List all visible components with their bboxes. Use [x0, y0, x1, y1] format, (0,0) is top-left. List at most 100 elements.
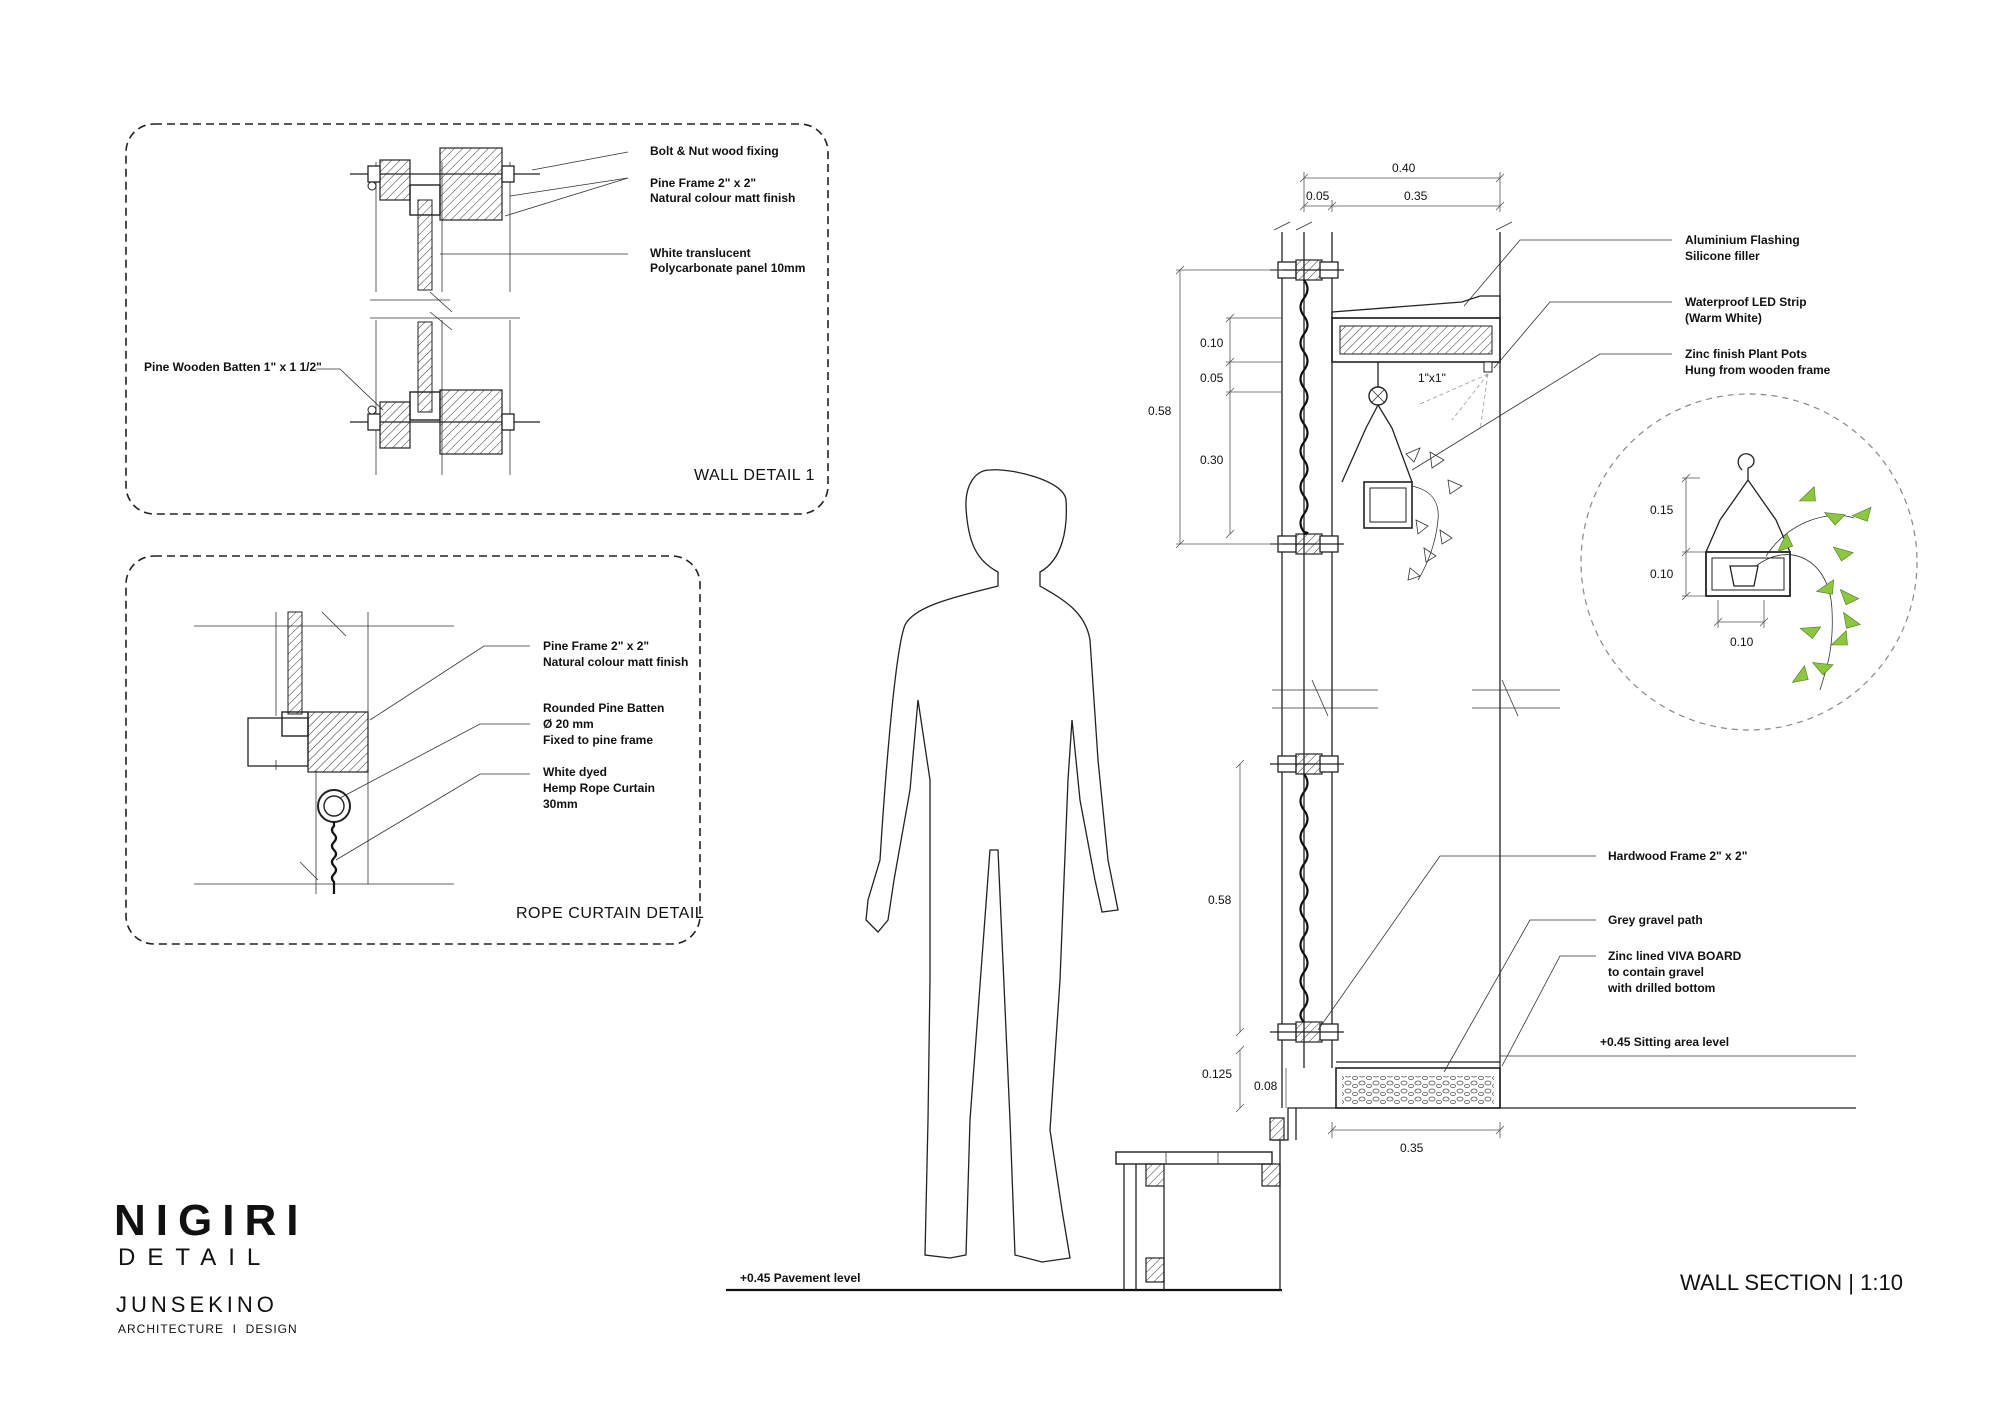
pot-detail-inner-pot: [1729, 565, 1759, 587]
leaf-shape: [1799, 626, 1822, 640]
leader-pots: [1411, 353, 1672, 471]
rope-batten-block: [247, 717, 309, 767]
wd1-break-line: [370, 291, 520, 331]
wall-section-title: WALL SECTION | 1:10: [1680, 1270, 1903, 1295]
rope-leader: [335, 773, 530, 861]
wd1-polycarbonate-panel: [417, 199, 433, 291]
rope-hemp-curtain: [330, 822, 338, 894]
plant-pot-detail: 0.15 0.10 0.10: [1580, 393, 1918, 731]
rope-detail-frame: [125, 555, 701, 945]
led-housing: [1331, 317, 1501, 363]
pot-detail-stem-upper: [1765, 515, 1855, 557]
label-zinc-contain: to contain gravel: [1608, 965, 1704, 979]
brand-name: NIGIRI: [114, 1196, 309, 1245]
dim-0125: 0.125: [1202, 1067, 1232, 1081]
wd1-washer: [367, 181, 377, 191]
pot-hanger: [1341, 404, 1413, 483]
label-hardwood-frame: Hardwood Frame 2" x 2": [1608, 849, 1747, 863]
leaf-shape: [1839, 588, 1860, 606]
leaf-shape: [1823, 512, 1846, 526]
dim-005: 0.05: [1200, 371, 1224, 385]
label-zinc-board: Zinc lined VIVA BOARD: [1608, 949, 1742, 963]
wall-break-mid: [1272, 679, 1560, 717]
leaf-shape: [1830, 630, 1848, 646]
leader-zinc: [1501, 955, 1596, 1067]
wall-detail-1-frame: [125, 123, 829, 515]
ws-rope-wave-upper: [1299, 279, 1309, 536]
wall-break-top: [1273, 221, 1513, 231]
dim-top-total: 0.40: [1392, 161, 1416, 175]
label-pine-frame-finish: Natural colour matt finish: [650, 191, 795, 205]
wd1-pine-frame-top: [439, 147, 503, 221]
wd1-leader: [316, 368, 384, 411]
bench-foot: [1145, 1257, 1165, 1283]
label-polycarbonate-size: Polycarbonate panel 10mm: [650, 261, 805, 275]
wd1-batten-bottom: [379, 401, 411, 449]
wd1-pine-frame-bottom: [439, 389, 503, 455]
label-rope-pine-frame: Pine Frame 2" x 2": [543, 639, 649, 653]
rope-leader: [339, 723, 530, 799]
label-rounded-batten-size: Ø 20 mm: [543, 717, 594, 731]
label-led-colour: (Warm White): [1685, 311, 1762, 325]
dim-010: 0.10: [1200, 336, 1224, 350]
label-rope-hemp: Hemp Rope Curtain: [543, 781, 655, 795]
label-wooden-batten: Pine Wooden Batten 1" x 1 1/2": [144, 360, 322, 374]
dim-058-top: 0.58: [1148, 404, 1172, 418]
leader-flashing: [1463, 239, 1672, 307]
wd1-channel-bottom: [409, 391, 441, 421]
wd1-leader: [531, 151, 629, 171]
step-hatch: [1269, 1117, 1285, 1141]
label-plant-pots-hung: Hung from wooden frame: [1685, 363, 1831, 377]
wd1-nut: [367, 165, 381, 183]
wall-detail-1-panel: Bolt & Nut wood fixing Pine Frame 2" x 2…: [125, 123, 829, 515]
label-bolt-nut: Bolt & Nut wood fixing: [650, 144, 779, 158]
label-sitting-level: +0.45 Sitting area level: [1600, 1035, 1729, 1049]
label-rope-pine-finish: Natural colour matt finish: [543, 655, 688, 669]
wd1-batten-top: [379, 159, 411, 201]
label-polycarbonate: White translucent: [650, 246, 751, 260]
label-led: Waterproof LED Strip: [1685, 295, 1807, 309]
dim-035-bottom: 0.35: [1400, 1141, 1424, 1155]
leaf-shape: [1851, 506, 1872, 522]
plant-leaves-outline: [1405, 447, 1463, 581]
dim-top-a: 0.05: [1306, 189, 1330, 203]
ws-rope-wave-lower: [1299, 773, 1309, 1023]
plant-stem: [1411, 485, 1439, 581]
label-rounded-batten-fix: Fixed to pine frame: [543, 733, 653, 747]
pot-detail-circle: [1580, 393, 1918, 731]
label-pavement-level: +0.45 Pavement level: [740, 1271, 860, 1285]
dim-fixing: 1"x1": [1418, 371, 1446, 385]
wd1-washer: [367, 405, 377, 415]
pot-dim-010-w: 0.10: [1730, 635, 1754, 649]
label-pine-frame: Pine Frame 2" x 2": [650, 176, 756, 190]
aluminium-flashing: [1331, 295, 1501, 319]
leaf-shape: [1776, 532, 1794, 553]
leaf-shape: [1811, 662, 1834, 676]
leaf-shape: [1843, 611, 1861, 629]
wd1-nut: [367, 413, 381, 431]
leader-gravel: [1443, 919, 1596, 1073]
bench-rail: [1145, 1163, 1165, 1187]
rope-polycarbonate-panel: [287, 611, 303, 715]
rope-detail-title: ROPE CURTAIN DETAIL: [516, 905, 704, 922]
wd1-nut: [501, 413, 515, 431]
leader-led: [1493, 301, 1672, 369]
pot-dim-010: 0.10: [1650, 567, 1674, 581]
human-figure-silhouette: [865, 469, 1119, 1263]
rope-channel: [281, 711, 309, 737]
leaf-shape: [1815, 579, 1835, 595]
wd1-leader: [509, 177, 629, 197]
rope-pine-frame: [307, 711, 369, 773]
leaf-shape: [1791, 665, 1809, 683]
dim-030: 0.30: [1200, 453, 1224, 467]
label-rope-white: White dyed: [543, 765, 607, 779]
rope-leader: [369, 645, 530, 721]
dim-008: 0.08: [1254, 1079, 1278, 1093]
bench-seat-top: [1115, 1151, 1273, 1165]
rope-break-line: [321, 611, 347, 637]
rope-break-line: [299, 861, 319, 881]
brand-subtitle: DETAIL: [118, 1244, 273, 1271]
led-housing-inner: [1339, 325, 1493, 355]
